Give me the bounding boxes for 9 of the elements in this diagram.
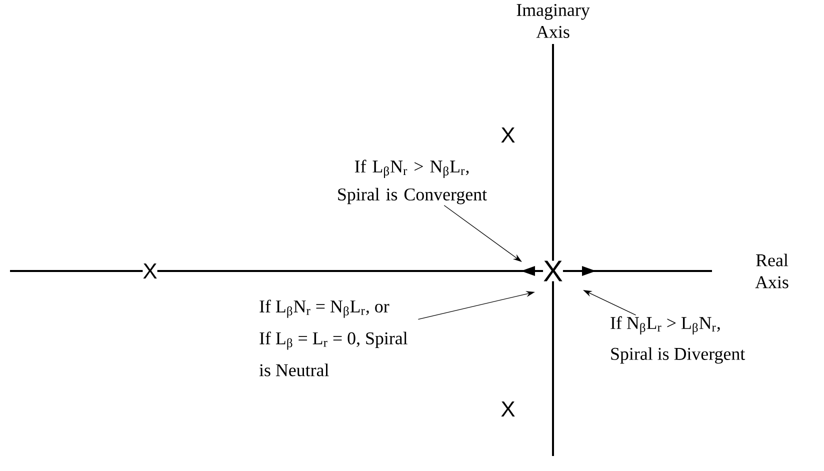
pole-mark: X <box>500 127 516 143</box>
pole-mark: X <box>500 401 516 417</box>
pole-mark: X <box>142 263 158 279</box>
annotation-text: If L$_{β}$N$_{r}$ = N$_{β}$L$_{r}$, or If L$_{β}$ = L$_{r}$ = 0, Spiral is Neutral <box>259 300 408 376</box>
axis-title: Real Axis <box>755 254 788 288</box>
axis-title: Imaginary Axis <box>516 4 590 38</box>
annotation-text: If N$_{β}$L$_{r}$ > L$_{β}$N$_{r}$, Spiral is Divergent <box>610 316 746 364</box>
pole-mark: X <box>543 260 563 282</box>
annotation-text: If L$_{β}$N$_{r}$ > N$_{β}$L$_{r}$, Spiral is Convergent <box>338 160 487 204</box>
